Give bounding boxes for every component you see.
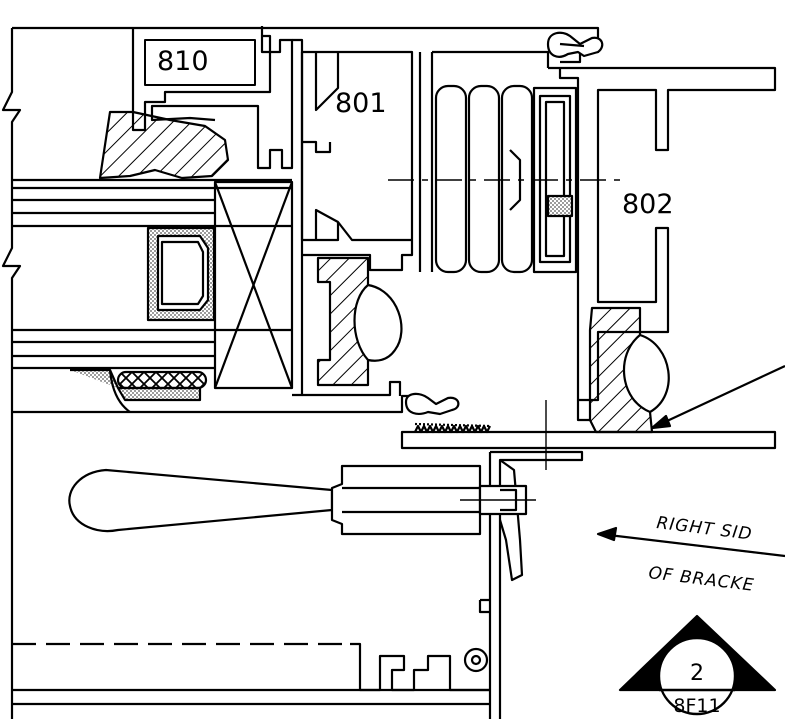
section-marker xyxy=(618,614,777,716)
interlock-frame xyxy=(418,50,578,274)
glass-spacer xyxy=(146,226,216,322)
glazing-bands xyxy=(12,178,292,370)
wall-break-line xyxy=(1,28,22,719)
section-number: 2 xyxy=(690,661,704,686)
leader-arrow-upper xyxy=(650,414,672,430)
label-801: 801 xyxy=(335,88,387,119)
lower-track xyxy=(12,642,490,706)
profile-802 xyxy=(548,66,777,422)
head-frame-outline xyxy=(12,26,600,64)
profile-810 xyxy=(131,26,294,170)
note-line-1: RIGHT SID xyxy=(655,513,753,545)
label-802: 802 xyxy=(622,189,674,220)
profile-801 xyxy=(292,38,414,397)
setting-block xyxy=(213,180,294,390)
sill-plate xyxy=(400,422,777,450)
section-sheet: 8F11 xyxy=(673,695,720,717)
leader-line-upper xyxy=(651,365,785,429)
handle xyxy=(68,464,536,536)
leader-arrow-note xyxy=(596,526,618,542)
note-underline xyxy=(649,539,785,557)
hatched-seal-802 xyxy=(588,306,654,434)
weatherstrip-top xyxy=(546,31,604,58)
center-lines xyxy=(388,179,620,470)
hatched-seal-801 xyxy=(316,256,370,387)
label-810: 810 xyxy=(157,46,209,77)
weatherstrip-bottom xyxy=(404,392,460,416)
note-line-2: OF BRACKE xyxy=(647,563,755,596)
cross-hatch-seal xyxy=(116,370,208,390)
hatched-seal-upper xyxy=(98,110,230,180)
sash-bottom xyxy=(12,394,412,414)
